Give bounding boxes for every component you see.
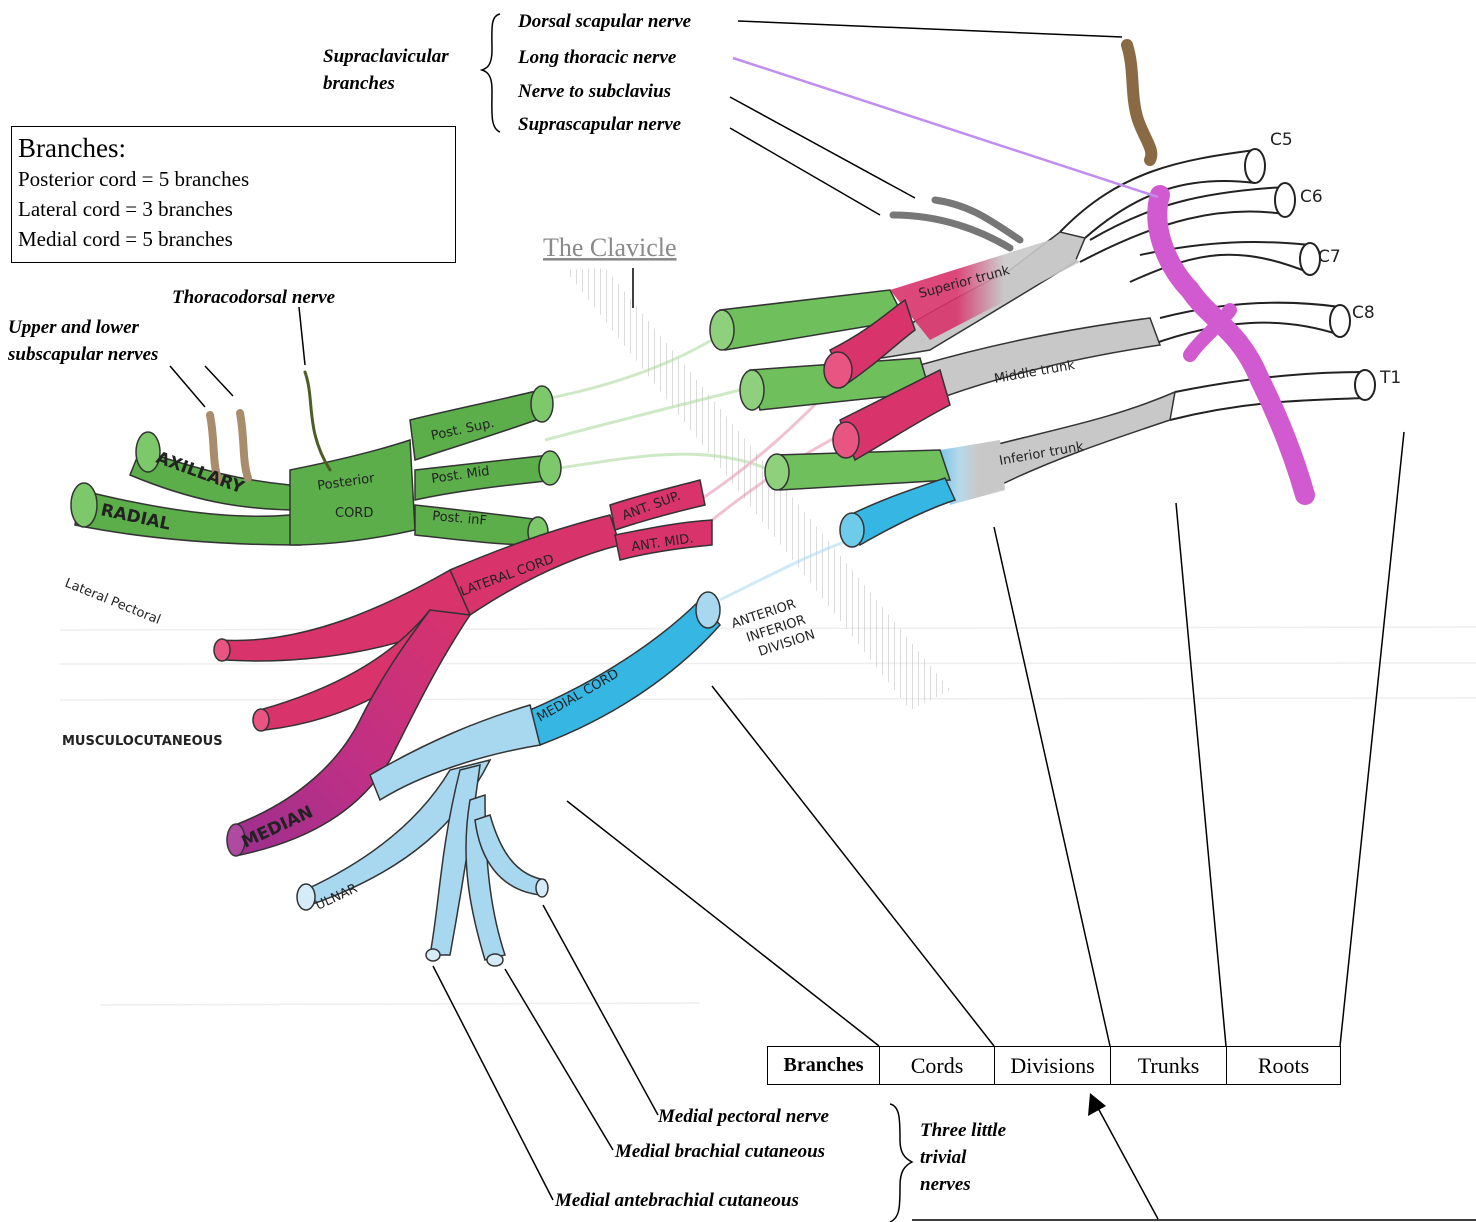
nerve-to-subclavius-label: Nerve to subclavius bbox=[517, 81, 671, 102]
plexus-segments-table: Branches Cords Divisions Trunks Roots bbox=[767, 1046, 1341, 1085]
segment-cords: Cords bbox=[880, 1047, 995, 1084]
lateral-pectoral-label: Lateral Pectoral bbox=[63, 576, 163, 628]
root-c6: C6 bbox=[1300, 187, 1323, 207]
supraclavicular-group-label-2: branches bbox=[323, 73, 395, 94]
suprascapular-label: Suprascapular nerve bbox=[518, 114, 682, 135]
summary-row-posterior: Posterior cord = 5 branches bbox=[18, 164, 455, 194]
segment-divisions: Divisions bbox=[995, 1047, 1111, 1084]
summary-title: Branches: bbox=[18, 133, 455, 164]
musculocutaneous-label: MUSCULOCUTANEOUS bbox=[62, 734, 223, 749]
root-c7: C7 bbox=[1318, 247, 1341, 267]
trivial-nerves-label-3: nerves bbox=[920, 1174, 971, 1195]
trivial-nerves-label-2: trivial bbox=[920, 1147, 967, 1168]
summary-row-lateral: Lateral cord = 3 branches bbox=[18, 194, 455, 224]
root-t1: T1 bbox=[1379, 368, 1401, 388]
supraclavicular-group-label: Supraclavicular bbox=[323, 46, 449, 67]
posterior-cord-label-2: CORD bbox=[335, 506, 373, 521]
supraclavicular-brace bbox=[482, 14, 500, 132]
summary-row-medial: Medial cord = 5 branches bbox=[18, 224, 455, 254]
dorsal-scapular-nerve-drawing bbox=[1127, 45, 1151, 160]
root-c5: C5 bbox=[1270, 130, 1293, 150]
segment-roots: Roots bbox=[1227, 1047, 1340, 1084]
long-thoracic-pointer bbox=[733, 58, 1158, 197]
subclavius-suprascapular-drawing bbox=[893, 200, 1020, 248]
medial-brachial-cutaneous-label: Medial brachial cutaneous bbox=[614, 1141, 825, 1162]
root-c8: C8 bbox=[1352, 303, 1375, 323]
segment-trunks: Trunks bbox=[1111, 1047, 1227, 1084]
dorsal-scapular-label: Dorsal scapular nerve bbox=[517, 11, 692, 32]
segment-branches: Branches bbox=[768, 1047, 880, 1084]
subscapular-label-1: Upper and lower bbox=[8, 317, 140, 338]
subscapular-thoracodorsal-drawing bbox=[210, 372, 330, 480]
trivial-nerves-label-1: Three little bbox=[920, 1120, 1007, 1141]
medial-antebrachial-cutaneous-label: Medial antebrachial cutaneous bbox=[554, 1190, 799, 1211]
long-thoracic-label: Long thoracic nerve bbox=[517, 47, 677, 68]
roots bbox=[1060, 149, 1375, 420]
long-thoracic-nerve-drawing bbox=[1157, 195, 1305, 495]
clavicle-label: The Clavicle bbox=[543, 233, 677, 262]
trivial-nerves-brace bbox=[890, 1104, 912, 1222]
thoracodorsal-label: Thoracodorsal nerve bbox=[172, 287, 336, 308]
branches-summary-box: Branches: Posterior cord = 5 branches La… bbox=[11, 126, 456, 263]
medial-pectoral-label: Medial pectoral nerve bbox=[657, 1106, 830, 1127]
arrowhead bbox=[1088, 1093, 1106, 1116]
subscapular-label-2: subscapular nerves bbox=[7, 344, 158, 365]
